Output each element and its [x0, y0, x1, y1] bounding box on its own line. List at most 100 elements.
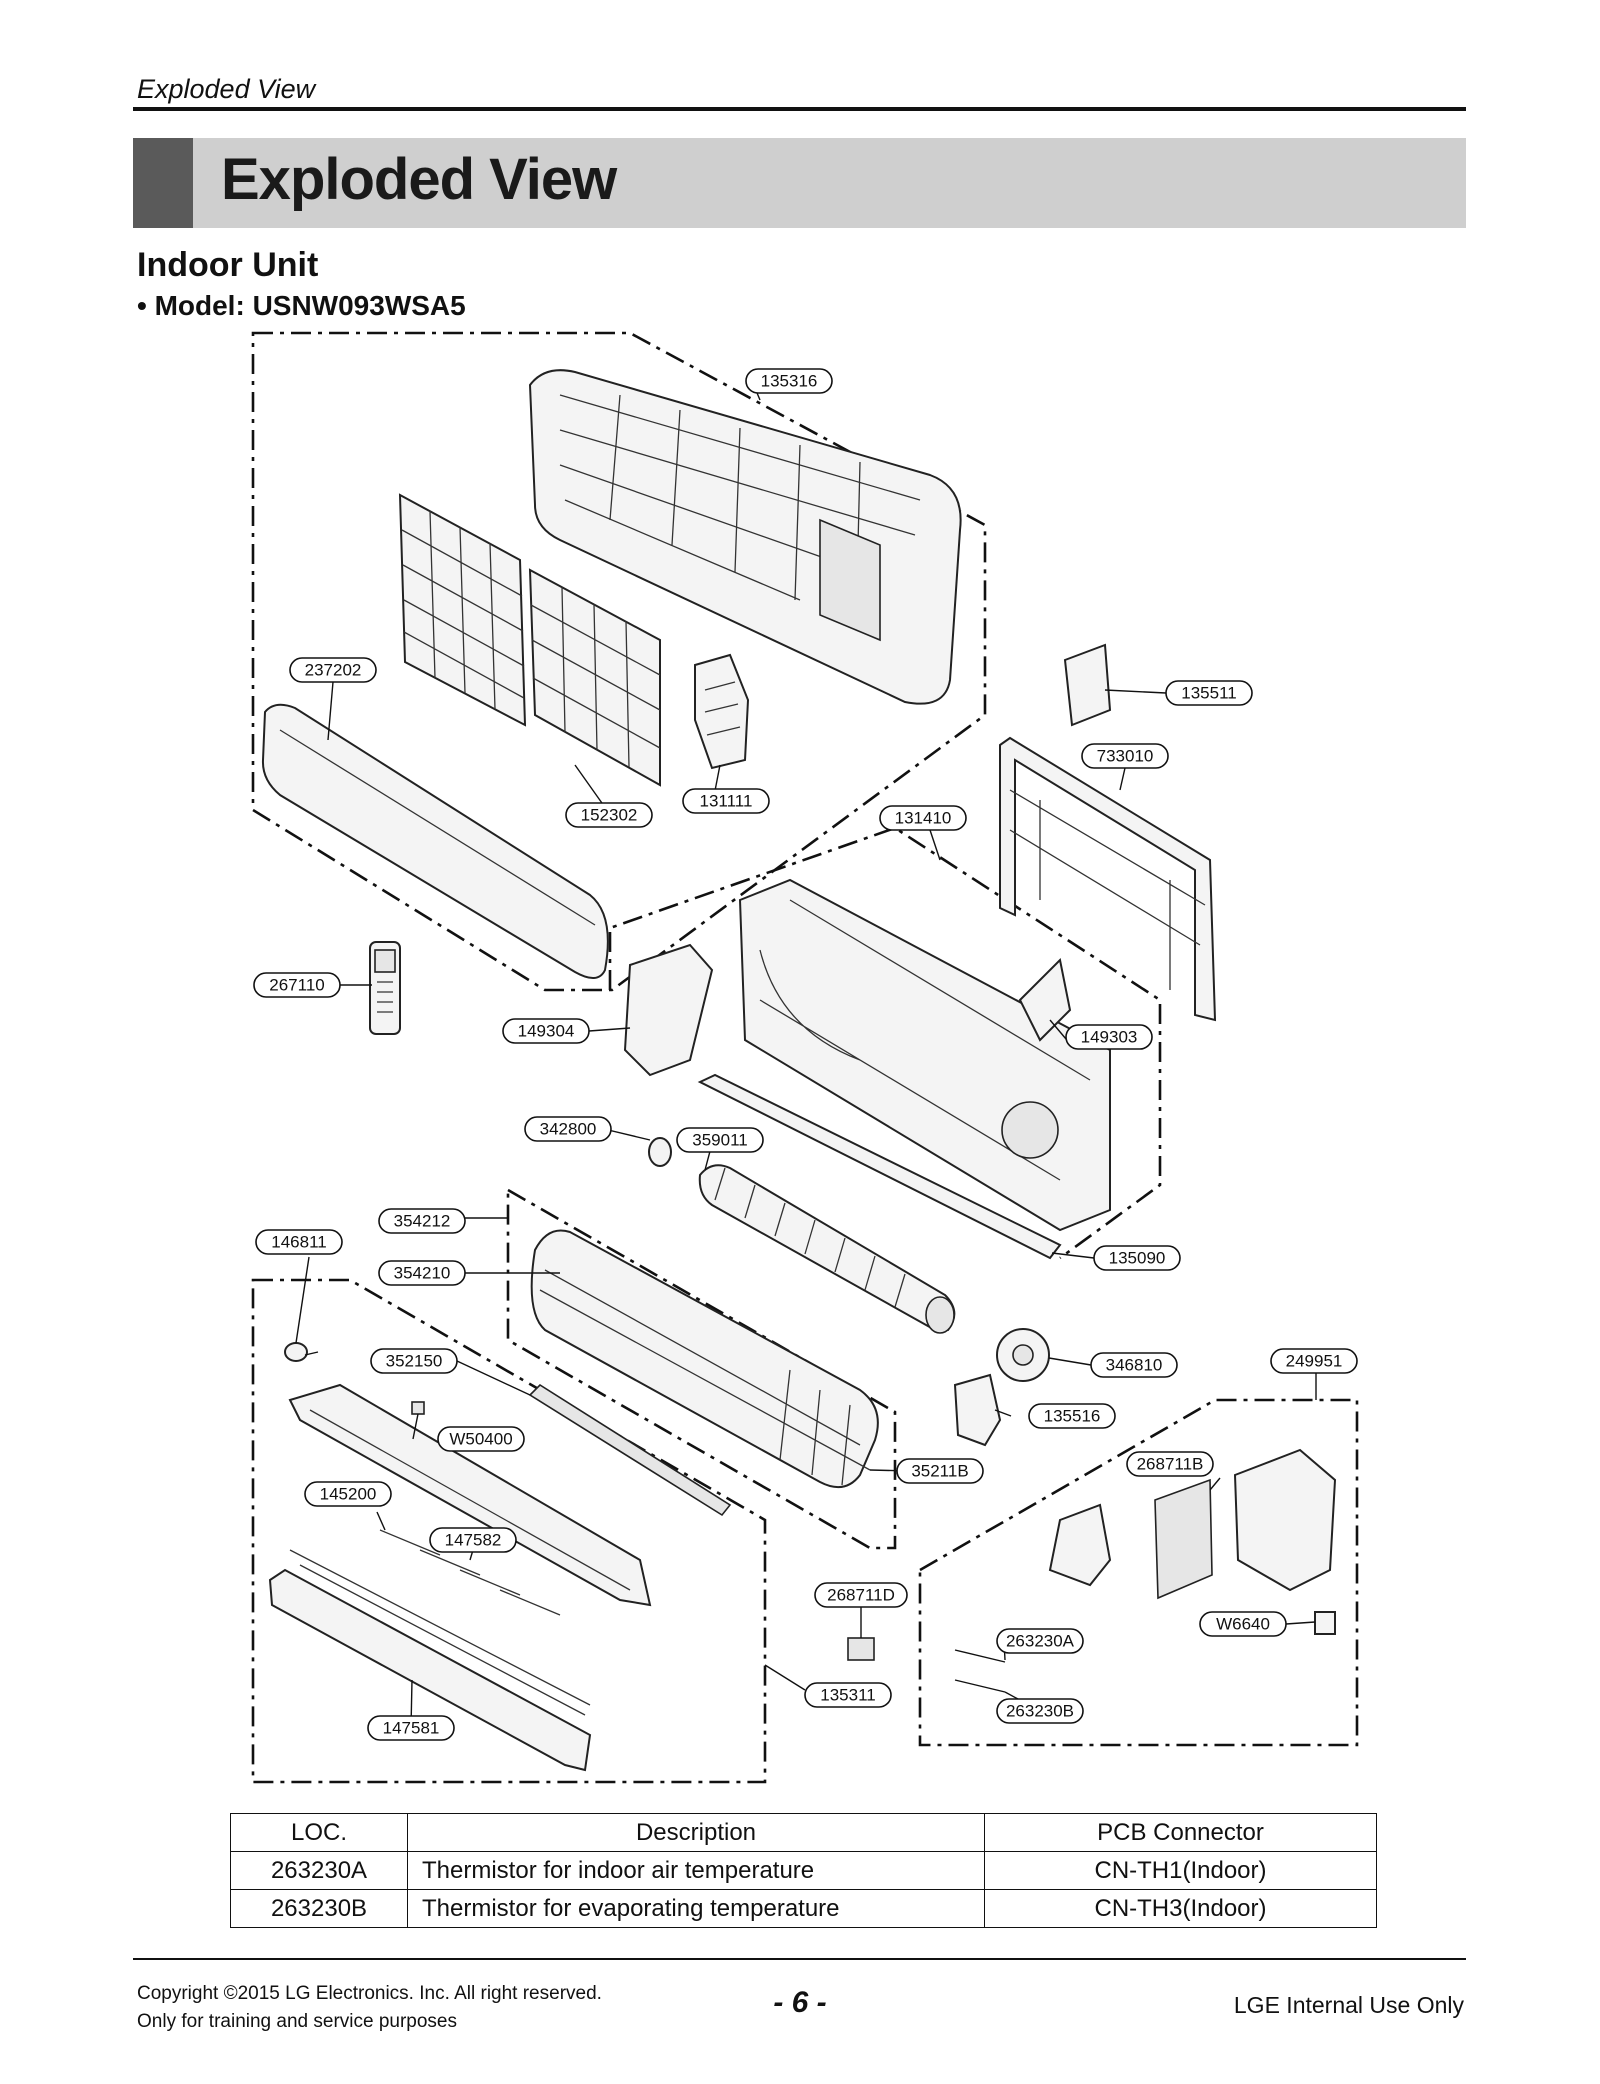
callout-W6640: W6640: [1199, 1611, 1287, 1637]
display-cover-part: [1063, 643, 1112, 727]
svg-text:342800: 342800: [540, 1120, 597, 1139]
title-band: Exploded View: [133, 138, 1466, 228]
chassis-part: [738, 878, 1111, 1232]
front-grille-part: [528, 369, 962, 705]
table-row: 263230B Thermistor for evaporating tempe…: [230, 1889, 1377, 1928]
callout-268711D: 268711D: [814, 1582, 908, 1608]
svg-text:131410: 131410: [895, 809, 952, 828]
callout-152302: 152302: [565, 802, 653, 828]
connector-part: [411, 1401, 425, 1415]
svg-text:147582: 147582: [445, 1531, 502, 1550]
callout-263230B: 263230B: [996, 1698, 1084, 1724]
cell-pcb-connector: CN-TH3(Indoor): [984, 1889, 1377, 1928]
thermistor-b-part: [954, 1679, 1006, 1693]
table-header-row: LOC. Description PCB Connector: [230, 1813, 1377, 1852]
callout-149303: 149303: [1065, 1024, 1153, 1050]
svg-text:354212: 354212: [394, 1212, 451, 1231]
svg-text:135511: 135511: [1181, 684, 1236, 703]
front-panel-part: [261, 703, 609, 979]
cross-flow-fan-part: [698, 1164, 956, 1334]
control-box-part: [1233, 1448, 1337, 1592]
footer-rule: [133, 1958, 1466, 1960]
copyright-notice: Copyright ©2015 LG Electronics. Inc. All…: [137, 1980, 602, 2036]
callout-135516: 135516: [1028, 1403, 1116, 1429]
callout-146811: 146811: [255, 1229, 343, 1255]
cell-pcb-connector: CN-TH1(Indoor): [984, 1851, 1377, 1890]
callout-267110: 267110: [253, 972, 341, 998]
callout-354212: 354212: [378, 1208, 466, 1234]
callout-263230A: 263230A: [996, 1628, 1084, 1654]
installation-plate-part: [999, 736, 1217, 1022]
svg-text:237202: 237202: [305, 661, 362, 680]
drain-pan-group-outline: [251, 1278, 767, 1784]
exploded-view-diagram: 135316 237202 135511 733010 152302 13111…: [251, 331, 1359, 1784]
svg-text:359011: 359011: [692, 1131, 747, 1150]
svg-text:268711D: 268711D: [827, 1586, 895, 1605]
svg-text:W6640: W6640: [1216, 1615, 1270, 1634]
callout-268711B: 268711B: [1126, 1451, 1214, 1477]
copyright-line-1: Copyright ©2015 LG Electronics. Inc. All…: [137, 1983, 602, 2004]
cell-description: Thermistor for indoor air temperature: [407, 1851, 985, 1890]
svg-text:354210: 354210: [394, 1264, 451, 1283]
title-band-accent: [133, 138, 193, 228]
drain-guide-part: [697, 1073, 1062, 1260]
thermistor-a-part: [954, 1649, 1006, 1663]
plasma-holder-part: [694, 653, 750, 770]
col-header-loc: LOC.: [230, 1813, 408, 1852]
svg-text:263230A: 263230A: [1006, 1632, 1075, 1651]
callout-352150: 352150: [370, 1348, 458, 1374]
callout-135511: 135511: [1165, 680, 1253, 706]
screw-part: [284, 1342, 319, 1362]
section-title: Indoor Unit: [137, 246, 319, 284]
model-line: • Model: USNW093WSA5: [137, 290, 466, 321]
svg-text:152302: 152302: [581, 806, 638, 825]
pcb-part: [1154, 1478, 1213, 1600]
svg-text:131111: 131111: [700, 792, 753, 811]
callout-131410: 131410: [879, 805, 967, 831]
callout-149304: 149304: [502, 1018, 590, 1044]
svg-text:149303: 149303: [1081, 1028, 1138, 1047]
svg-text:135316: 135316: [761, 372, 818, 391]
svg-text:135090: 135090: [1109, 1249, 1166, 1268]
callout-342800: 342800: [524, 1116, 612, 1142]
svg-text:35211B: 35211B: [911, 1462, 968, 1481]
motor-cover-part: [953, 1373, 1002, 1447]
side-bracket-right-part: [1018, 957, 1072, 1042]
callout-147581: 147581: [367, 1715, 455, 1741]
svg-text:733010: 733010: [1097, 747, 1154, 766]
callout-249951: 249951: [1270, 1348, 1358, 1374]
callout-145200: 145200: [304, 1481, 392, 1507]
bearing-part: [648, 1137, 672, 1167]
col-header-pcb-connector: PCB Connector: [984, 1813, 1377, 1852]
drain-pan-part: [288, 1383, 652, 1607]
callout-346810: 346810: [1090, 1352, 1178, 1378]
terminal-block-part: [1314, 1611, 1336, 1635]
air-filter-right-part: [528, 568, 661, 787]
header-rule: [133, 107, 1466, 111]
side-bracket-left-part: [623, 943, 714, 1077]
table-row: 263230A Thermistor for indoor air temper…: [230, 1851, 1377, 1890]
evaporator-part: [530, 1229, 879, 1489]
svg-text:135311: 135311: [820, 1686, 875, 1705]
callout-733010: 733010: [1081, 743, 1169, 769]
remote-controller-part: [369, 941, 401, 1035]
svg-text:267110: 267110: [269, 976, 324, 995]
cell-loc: 263230A: [230, 1851, 408, 1890]
svg-text:263230B: 263230B: [1006, 1702, 1074, 1721]
callout-35211B: 35211B: [896, 1458, 984, 1484]
sensor-label-part: [847, 1637, 875, 1661]
svg-text:149304: 149304: [518, 1022, 575, 1041]
callout-135090: 135090: [1093, 1245, 1181, 1271]
thermistor-table: LOC. Description PCB Connector 263230A T…: [230, 1813, 1377, 1928]
horizontal-louver-part: [268, 1549, 592, 1772]
front-panel-group-outline: [251, 331, 987, 992]
svg-text:352150: 352150: [386, 1352, 443, 1371]
col-header-description: Description: [407, 1813, 985, 1852]
cell-description: Thermistor for evaporating temperature: [407, 1889, 985, 1928]
callout-W50400: W50400: [437, 1426, 525, 1452]
pcb-cover-part: [1048, 1503, 1112, 1587]
drain-hose-part: [528, 1383, 732, 1517]
svg-text:135516: 135516: [1044, 1407, 1101, 1426]
svg-text:268711B: 268711B: [1137, 1455, 1204, 1474]
callout-147582: 147582: [429, 1527, 517, 1553]
